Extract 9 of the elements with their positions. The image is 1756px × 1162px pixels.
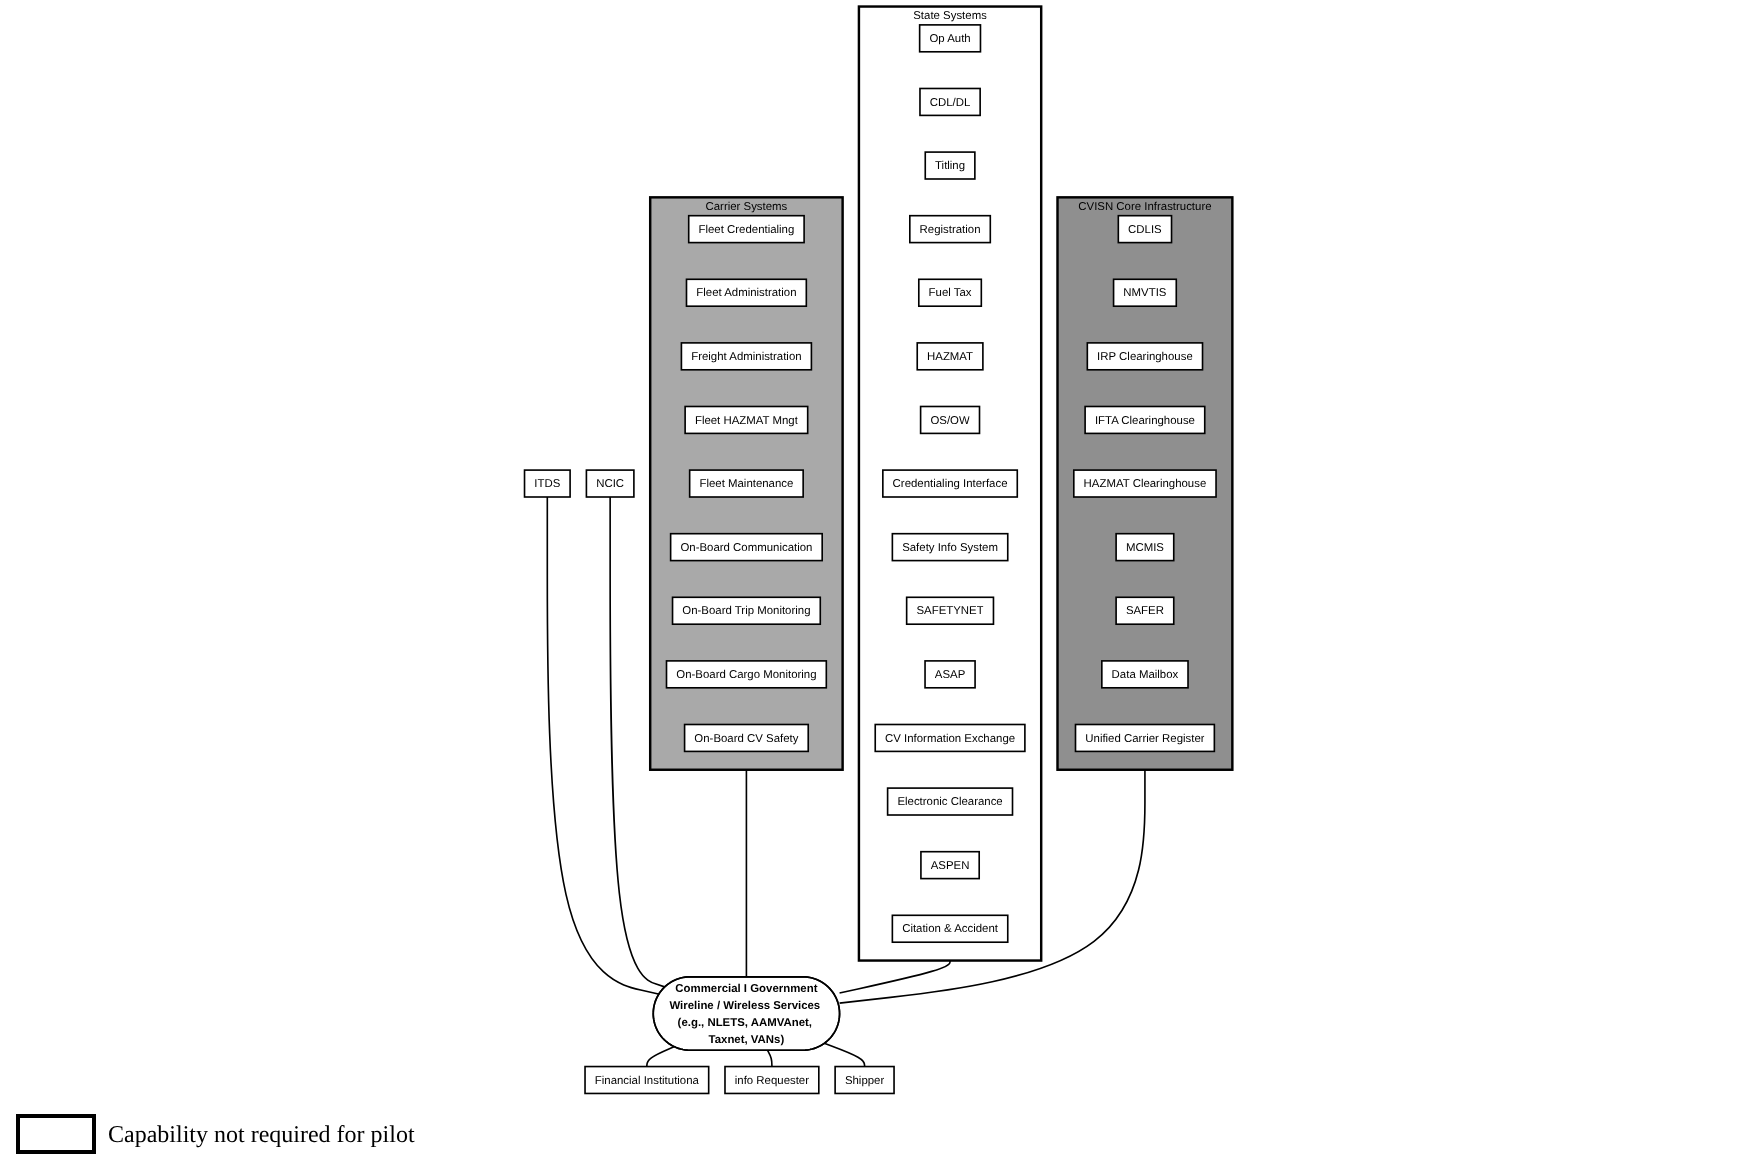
connector — [766, 1049, 773, 1068]
legend-text: Capability not required for pilot — [108, 1119, 415, 1149]
connector — [645, 1045, 675, 1068]
connector — [745, 768, 747, 978]
connector — [608, 496, 666, 988]
connector — [823, 1042, 865, 1068]
connector — [838, 768, 1146, 1004]
connector — [546, 496, 660, 996]
connector — [838, 959, 951, 994]
